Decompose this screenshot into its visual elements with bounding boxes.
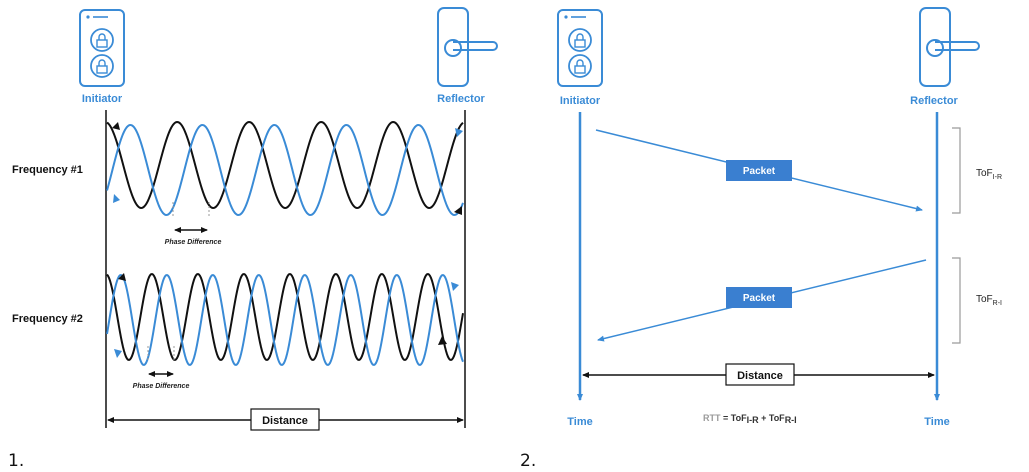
phase-difference-2-label: Phase Difference xyxy=(133,383,190,390)
rtt-tof-r-i: ToF xyxy=(769,413,785,423)
svg-text:ToFI-R: ToFI-R xyxy=(976,168,1002,181)
rtt-tof-r-i-subscript: R-I xyxy=(785,415,797,425)
phase-difference-2: Phase Difference xyxy=(133,346,190,390)
rtt-prefix: RTT xyxy=(703,413,721,423)
distance-arrow-1: Distance xyxy=(107,408,464,431)
distance-label-1: Distance xyxy=(262,415,308,427)
frequency-1-wave-black xyxy=(106,120,464,210)
rtt-formula: RTT = ToFI-R + ToFR-I xyxy=(703,413,797,425)
phase-difference-1: Phase Difference xyxy=(165,202,222,246)
reflector-label-2: Reflector xyxy=(910,95,958,107)
panel-2-number: 2. xyxy=(520,451,536,471)
rtt-equals: = xyxy=(721,413,731,423)
phone-lock-icon xyxy=(79,9,125,87)
tof-i-r-subscript: I-R xyxy=(993,174,1002,181)
distance-arrow-2: Distance xyxy=(582,363,935,386)
panel-1-number: 1. xyxy=(8,451,24,471)
tof-r-i-label: ToF xyxy=(976,294,993,305)
initiator-label: Initiator xyxy=(82,93,123,105)
initiator-label-2: Initiator xyxy=(560,95,601,107)
frequency-1-wave-blue xyxy=(106,124,464,216)
door-handle-icon xyxy=(437,7,498,87)
phone-lock-icon xyxy=(557,9,603,87)
rtt-tof-i-r: ToF xyxy=(731,413,747,423)
packet-label-1: Packet xyxy=(743,166,776,177)
time-label-left: Time xyxy=(567,416,592,428)
panel-2-time-of-flight: Initiator Reflector Packet Packet ToFI-R xyxy=(520,7,1002,471)
packet-label-2: Packet xyxy=(743,293,776,304)
tof-i-r-label: ToF xyxy=(976,168,993,179)
reflector-label: Reflector xyxy=(437,93,485,105)
frequency-2-label: Frequency #2 xyxy=(12,313,83,325)
tof-i-r-bracket: ToFI-R xyxy=(952,127,1002,214)
phase-difference-1-label: Phase Difference xyxy=(165,239,222,246)
svg-text:ToFR-I: ToFR-I xyxy=(976,294,1002,307)
panel-1-phase-ranging: Initiator Reflector Frequency #1 Frequen… xyxy=(8,7,498,471)
time-label-right: Time xyxy=(924,416,949,428)
frequency-2-wave-blue xyxy=(106,273,464,367)
distance-label-2: Distance xyxy=(737,370,783,382)
wave-direction-arrows xyxy=(112,122,463,358)
tof-r-i-bracket: ToFR-I xyxy=(952,257,1002,344)
packet-box-2: Packet xyxy=(726,287,792,308)
packet-box-1: Packet xyxy=(726,160,792,181)
rtt-tof-i-r-subscript: I-R xyxy=(747,415,759,425)
frequency-1-label: Frequency #1 xyxy=(12,164,83,176)
rtt-plus: + xyxy=(759,413,769,423)
tof-r-i-subscript: R-I xyxy=(993,300,1002,307)
door-handle-icon xyxy=(919,7,980,87)
frequency-2-wave-black xyxy=(106,272,464,362)
